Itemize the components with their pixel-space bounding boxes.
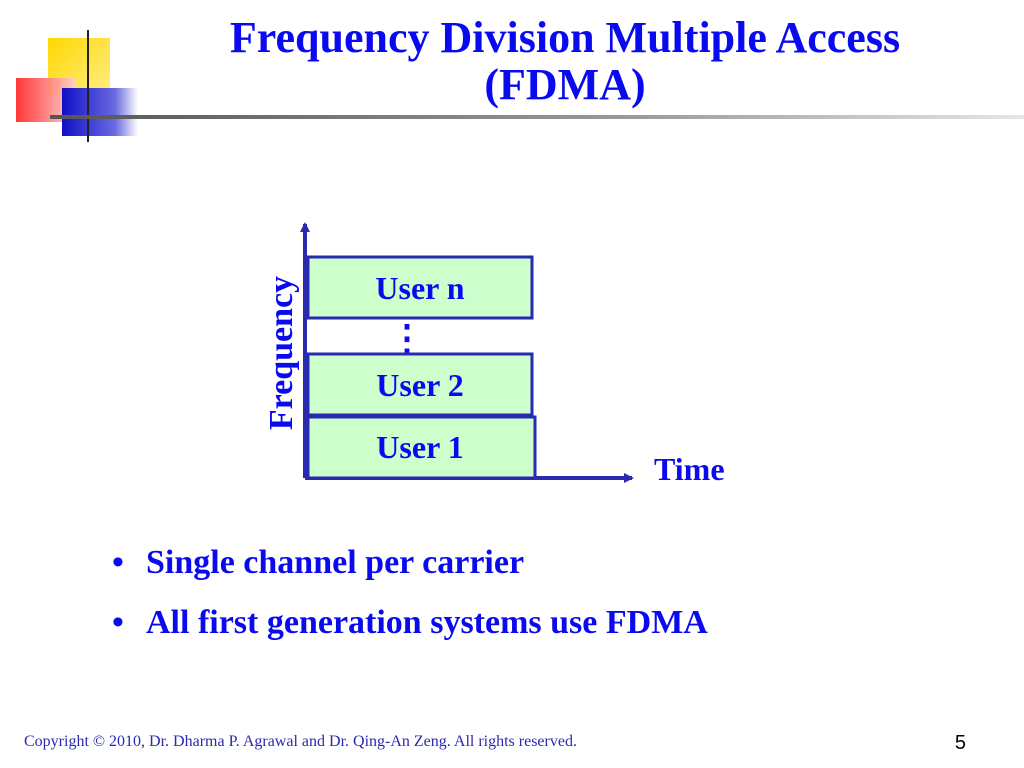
channel-label-user-2: User 2 — [376, 367, 463, 403]
bullet-item: • Single channel per carrier — [112, 543, 708, 583]
bullet-dot: • — [112, 604, 124, 641]
channel-user-2: User 2 — [306, 352, 534, 417]
time-axis-label: Time — [654, 451, 725, 487]
channel-label-user-n: User n — [375, 270, 464, 306]
bullet-list: • Single channel per carrier • All first g… — [112, 543, 708, 663]
bullet-dot: • — [112, 544, 124, 581]
channel-user-1: User 1 — [306, 415, 537, 480]
page-number: 5 — [954, 732, 966, 754]
bullet-text: Single channel per carrier — [146, 544, 525, 581]
frequency-axis-label: Frequency — [263, 276, 300, 430]
bullet-text: All first generation systems use FDMA — [146, 604, 708, 641]
copyright-footer: Copyright © 2010, Dr. Dharma P. Agrawal … — [24, 733, 577, 750]
blue-square — [62, 88, 138, 136]
title-rule — [50, 115, 1024, 119]
fdma-diagram: User n ⋮ User 2 User 1 Frequency Time — [263, 222, 725, 487]
ellipsis-dots: ⋮ — [389, 317, 425, 359]
channel-label-user-1: User 1 — [376, 429, 463, 465]
channel-user-n: User n — [306, 255, 534, 320]
bullet-item: • All first generation systems use FDMA — [112, 603, 708, 643]
title-decoration — [16, 30, 1024, 142]
title-line-2: (FDMA) — [484, 60, 646, 109]
title-line-1: Frequency Division Multiple Access — [229, 13, 901, 62]
page-title: Frequency Division Multiple Access (FDMA… — [150, 14, 980, 108]
